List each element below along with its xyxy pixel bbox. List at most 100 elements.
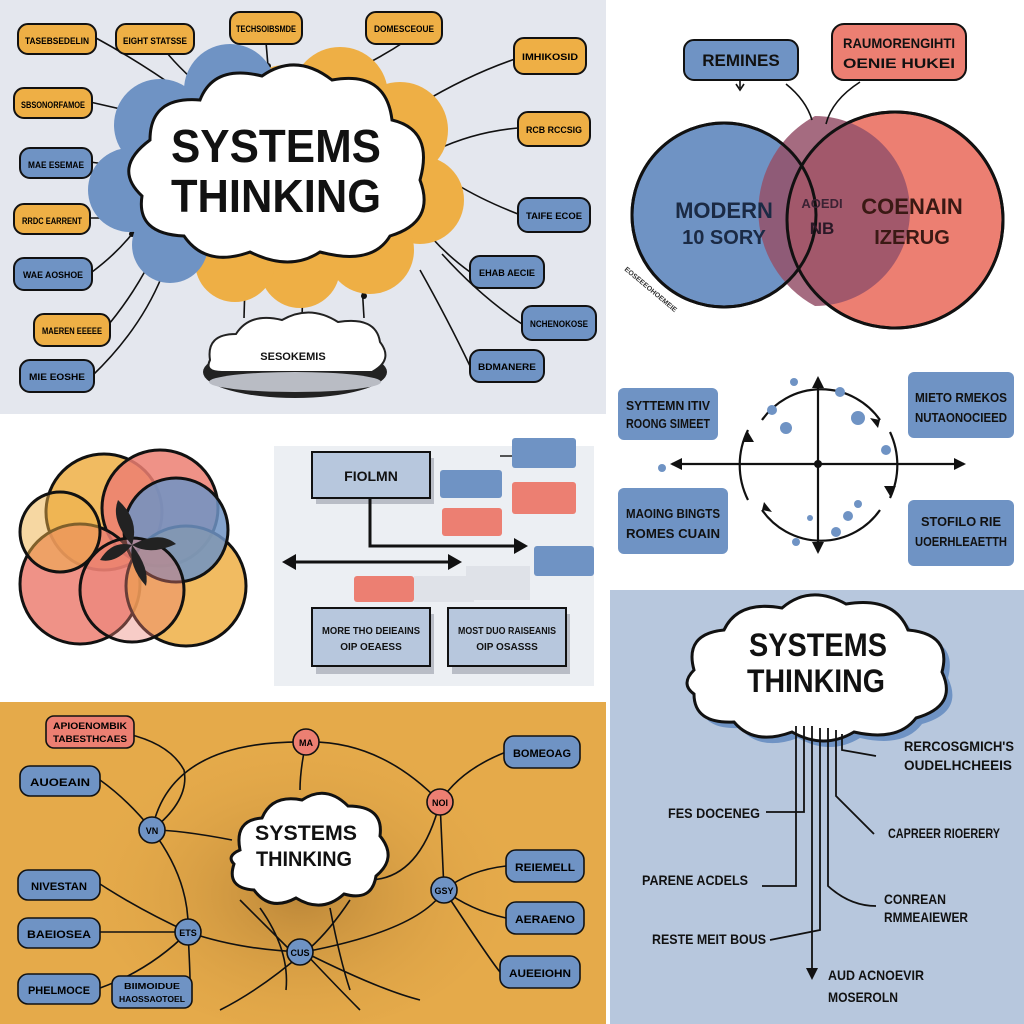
- venn-tag-arrows: [735, 80, 861, 125]
- tag-mie-eoshe: MIE EOSHE: [19, 359, 95, 393]
- tag-label: RRDC EARRENT: [22, 216, 82, 226]
- network-node-bottom-left: ETS: [174, 918, 202, 946]
- panel-venn: MODERN 10 SORY AOEDI NB COENAIN IZERUG R…: [610, 0, 1024, 372]
- network-node-right-label: NOI: [432, 798, 448, 808]
- venn-overlap: [630, 110, 1005, 330]
- network-tag-right-4: AUEEIOHN: [499, 955, 581, 989]
- flow-box-left: MORE THO DEIEAINS OIP OEAESS: [311, 607, 431, 667]
- venn-left-line1: MODERN: [675, 198, 773, 223]
- network-tag-right-2-label: REIEMELL: [515, 862, 575, 874]
- venn-right-line2: IZERUG: [874, 227, 950, 249]
- main-cloud-title-line1: SYSTEMS: [171, 120, 381, 172]
- label-7-line1: AUD ACNOEVIR: [828, 967, 924, 983]
- flow-box-left-line1: MORE THO DEIEAINS: [322, 626, 420, 637]
- network-tag-top-left-line1: APIOENOMBIK: [53, 721, 128, 731]
- label-1-line2: OUDELHCHEEIS: [904, 757, 1012, 773]
- label-1-line1: RERCOSGMICH'S: [904, 738, 1014, 754]
- network-tag-bottom: BIIMOIDUE HAOSSAOTOEL: [111, 975, 193, 1009]
- tag-label: BDMANERE: [478, 362, 536, 372]
- venn-tag-remines-label: REMINES: [702, 51, 779, 70]
- tag-domesceoue: DOMESCEOUE: [365, 11, 443, 45]
- network-tag-left-3-label: BAEIOSEA: [27, 929, 91, 941]
- network-tag-left-2-label: NIVESTAN: [31, 881, 87, 893]
- network-cloud: [229, 791, 390, 907]
- network-cloud-title-line2: THINKING: [256, 848, 352, 871]
- network-tag-top-left: APIOENOMBIK TABESTHCAES: [45, 715, 135, 749]
- venn-tag-right-line1: RAUMORENGIHTI: [843, 35, 955, 51]
- labels-cloud-title-line2: THINKING: [747, 663, 885, 699]
- cycle-box-bottom-left-line1: MAOING BINGTS: [626, 506, 720, 521]
- venn-tag-right: RAUMORENGIHTI OENIE HUKEI: [831, 23, 967, 81]
- cycle-dots: [658, 378, 891, 546]
- tag-label: SBSONORFAMOE: [21, 100, 85, 110]
- tag-label: IMHIKOSID: [522, 52, 579, 62]
- cycle-box-top-left-line1: SYTTEMN ITIV: [626, 398, 710, 413]
- cycle-box-top-right: MIETO RMEKOS NUTAONOCIEED: [908, 372, 1014, 438]
- tag-eight-statsse: EIGHT STATSSE: [115, 23, 195, 55]
- tag-nchenokose: NCHENOKOSE: [521, 305, 597, 341]
- venn-overlap-line2: NB: [810, 219, 835, 238]
- network-tag-left-4-label: PHELMOCE: [28, 985, 90, 997]
- network-node-top: MA: [292, 728, 320, 756]
- cycle-box-bottom-right-line2: UOERHLEAETTH: [915, 534, 1007, 549]
- venn-right-line1: COENAIN: [861, 194, 962, 219]
- network-cloud-title-line1: SYSTEMS: [255, 822, 357, 845]
- label-6: RESTE MEIT BOUS: [652, 931, 766, 947]
- tag-label: DOMESCEOUE: [374, 24, 434, 34]
- network-tag-left-1: AUOEAIN: [19, 765, 101, 797]
- panel-overlap-circles: [0, 418, 262, 700]
- label-2: FES DOCENEG: [668, 805, 760, 821]
- labels-cloud-title-line1: SYSTEMS: [749, 627, 887, 663]
- flow-box-right-line2: OIP OSASSS: [476, 642, 538, 653]
- base-cloud: [203, 311, 387, 398]
- network-tag-bottom-line1: BIIMOIDUE: [124, 982, 181, 991]
- tag-mae-esemae: MAE ESEMAE: [19, 147, 93, 179]
- panel-network: SYSTEMS THINKING MA NOI VN GSY ETS CUS: [0, 702, 606, 1024]
- venn-overlap-line1: AOEDI: [801, 196, 842, 211]
- tag-label: EIGHT STATSSE: [123, 36, 187, 46]
- main-cloud-title-line2: THINKING: [171, 170, 381, 222]
- labels-lines: [762, 726, 877, 974]
- flow-top-box-label: FIOLMN: [344, 468, 398, 484]
- label-7-line2: MOSEROLN: [828, 989, 898, 1005]
- label-3: CAPREER RIOERERY: [888, 825, 1001, 841]
- cycle-box-bottom-right: STOFILO RIE UOERHLEAETTH: [908, 500, 1014, 566]
- flow-box-right-line1: MOST DUO RAISEANIS: [458, 626, 556, 637]
- network-tag-right-1-label: BOMEOAG: [513, 748, 571, 760]
- tag-sbsonorfamoe: SBSONORFAMOE: [13, 87, 93, 119]
- network-node-right-low-label: GSY: [434, 886, 453, 896]
- tag-label: WAE AOSHOE: [23, 270, 83, 280]
- venn-left-line2: 10 SORY: [682, 227, 766, 249]
- flow-box-right: MOST DUO RAISEANIS OIP OSASSS: [447, 607, 567, 667]
- panel-cloud-labels: SYSTEMS THINKING RERCOSGMICH'S OUDELHCHE…: [610, 590, 1024, 1024]
- network-tag-right-2: REIEMELL: [505, 849, 585, 883]
- tag-label: TAIFE ECOE: [526, 211, 582, 221]
- cycle-box-top-right-line1: MIETO RMEKOS: [915, 390, 1007, 405]
- tag-label: EHAB AECIE: [479, 268, 535, 278]
- network-node-bottom-left-label: ETS: [179, 928, 197, 938]
- network-tag-right-4-label: AUEEIOHN: [509, 968, 571, 980]
- network-node-bottom-label: CUS: [290, 948, 309, 958]
- panel-flow: FIOLMN MORE THO DEIEAINS OIP OEAESS: [264, 418, 604, 700]
- panel-cycle: SYTTEMN ITIV ROONG SIMEET MIETO RMEKOS N…: [610, 372, 1024, 588]
- main-cloud: [127, 63, 426, 264]
- network-node-bottom: CUS: [286, 938, 314, 966]
- tag-ehab-aecie: EHAB AECIE: [469, 255, 545, 289]
- cycle-box-bottom-left-line2: ROMES CUAIN: [626, 526, 720, 541]
- tag-imhikosid: IMHIKOSID: [513, 37, 587, 75]
- cycle-box-bottom-left: MAOING BINGTS ROMES CUAIN: [618, 488, 728, 554]
- venn-tag-right-line2: OENIE HUKEI: [843, 55, 955, 71]
- label-5-line1: CONREAN: [884, 891, 946, 907]
- network-node-left: VN: [138, 816, 166, 844]
- tag-rcb-rccsig: RCB RCCSIG: [517, 111, 591, 147]
- tag-label: TECHSOIBSMDE: [236, 24, 296, 34]
- tag-label: MAE ESEMAE: [28, 160, 84, 170]
- flow-top-box: FIOLMN: [311, 451, 431, 499]
- flow-colored-boxes: [354, 438, 594, 602]
- network-node-left-label: VN: [146, 826, 159, 836]
- network-tag-left-1-label: AUOEAIN: [30, 777, 90, 789]
- network-node-right-low: GSY: [430, 876, 458, 904]
- network-tag-top-left-line2: TABESTHCAES: [53, 734, 127, 744]
- network-tag-right-3-label: AERAENO: [515, 914, 575, 926]
